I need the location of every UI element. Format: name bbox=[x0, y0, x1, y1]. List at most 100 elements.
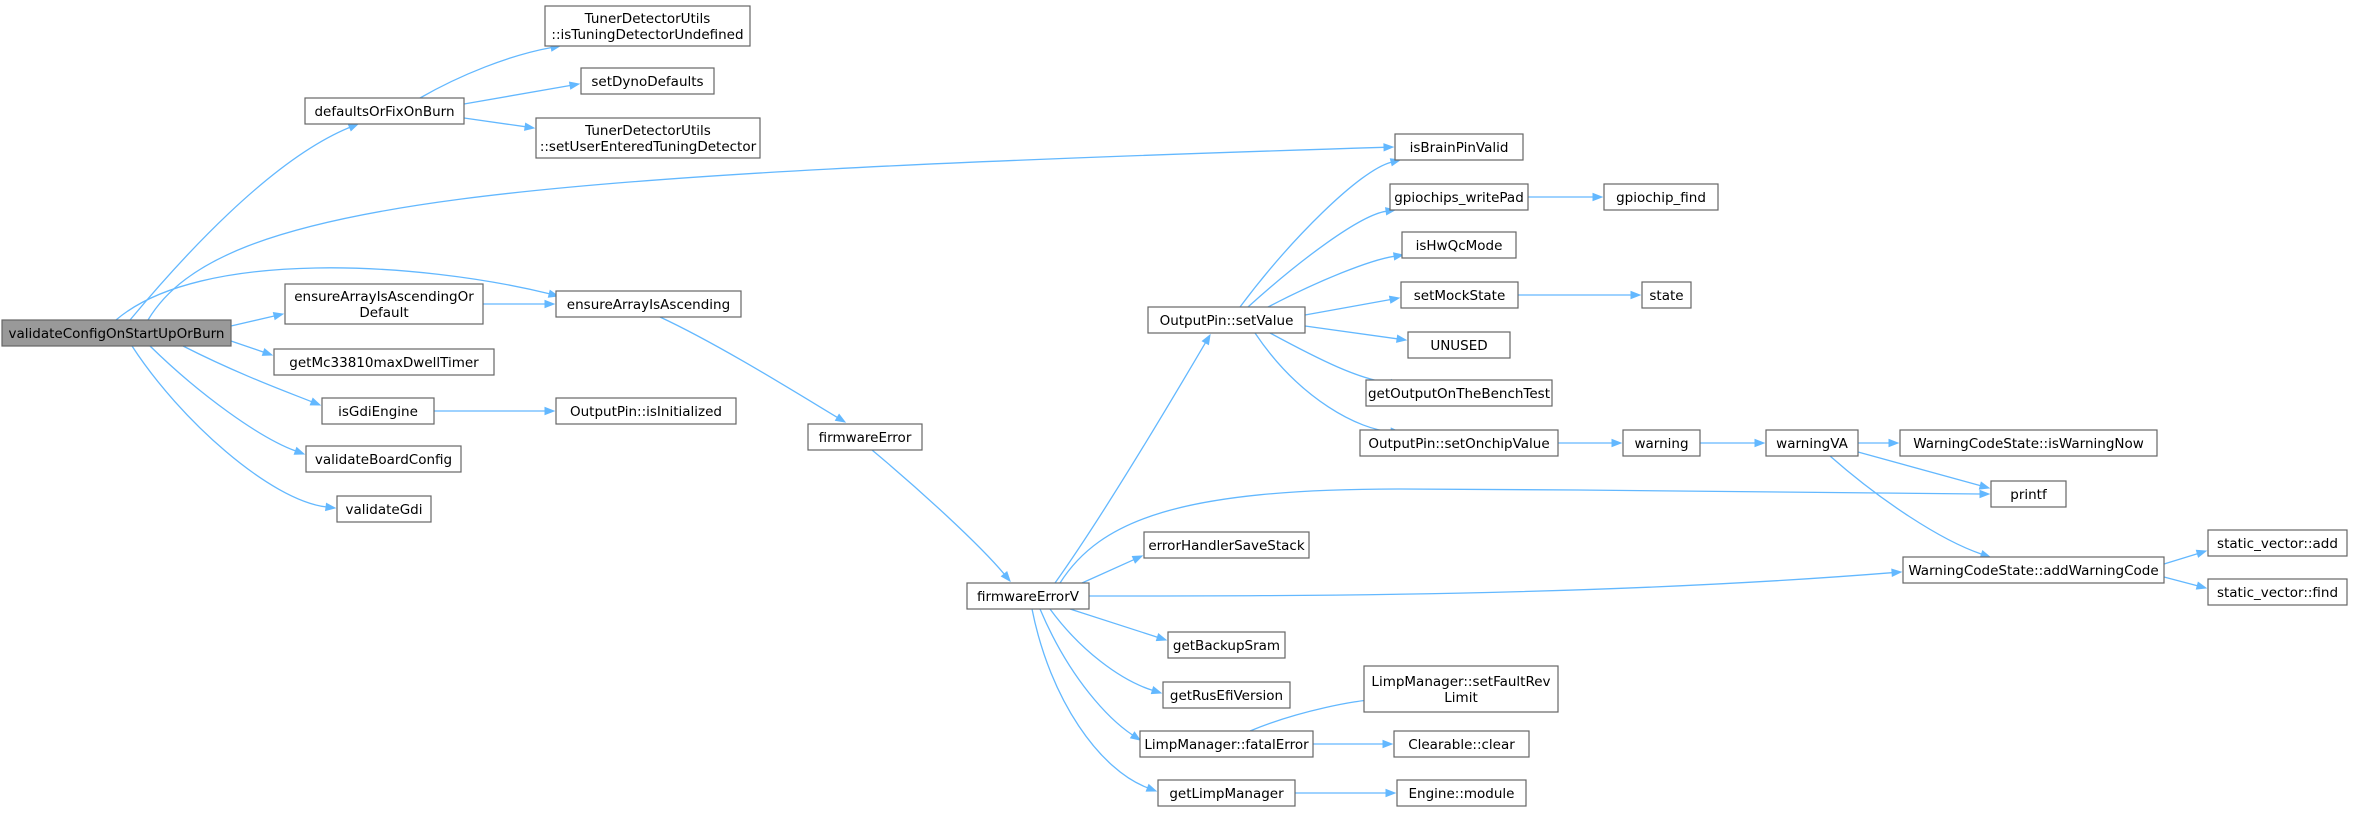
node-defaultsOrFix[interactable]: defaultsOrFixOnBurn bbox=[304, 97, 465, 125]
node-label: isGdiEngine bbox=[338, 404, 418, 420]
node-box bbox=[1167, 631, 1286, 659]
node-setDynoDefaults[interactable]: setDynoDefaults bbox=[580, 67, 715, 95]
arrowhead bbox=[1395, 334, 1408, 343]
nodes-layer: validateConfigOnStartUpOrBurn defaultsOrF… bbox=[1, 5, 2348, 807]
node-box bbox=[2207, 578, 2348, 606]
edge-validateConfig-to-getMc33810 bbox=[230, 340, 274, 356]
node-setValue[interactable]: OutputPin::setValue bbox=[1147, 306, 1306, 334]
node-box bbox=[273, 348, 495, 376]
edge-line bbox=[1247, 210, 1387, 308]
node-label: static_vector::find bbox=[2217, 585, 2338, 601]
edge-firmwareErrorV-to-setValue bbox=[1054, 333, 1211, 584]
edge-isGdiEngine-to-isInitialized bbox=[434, 406, 556, 416]
node-gpiochipsWritePad[interactable]: gpiochips_writePad bbox=[1389, 183, 1529, 211]
edge-setValue-to-isBrainPinValid bbox=[1239, 158, 1402, 308]
node-validateBoard[interactable]: validateBoardConfig bbox=[305, 445, 462, 473]
node-staticVectorFind[interactable]: static_vector::find bbox=[2207, 578, 2348, 606]
node-getRusEfiVersion[interactable]: getRusEfiVersion bbox=[1162, 681, 1291, 709]
node-box bbox=[580, 67, 715, 95]
node-warningVA[interactable]: warningVA bbox=[1765, 429, 1859, 457]
node-label: OutputPin::setOnchipValue bbox=[1368, 436, 1549, 452]
edge-line bbox=[463, 117, 526, 128]
node-validateConfig[interactable]: validateConfigOnStartUpOrBurn bbox=[1, 319, 232, 347]
node-label: firmwareError bbox=[819, 430, 912, 446]
node-box bbox=[304, 97, 465, 125]
edge-line bbox=[1069, 608, 1158, 638]
node-box bbox=[1990, 480, 2067, 508]
node-box bbox=[1162, 681, 1291, 709]
node-setMockState[interactable]: setMockState bbox=[1400, 281, 1519, 309]
node-getMc33810[interactable]: getMc33810maxDwellTimer bbox=[273, 348, 495, 376]
node-setUserTuning[interactable]: TunerDetectorUtils::setUserEnteredTuning… bbox=[535, 117, 761, 159]
node-label: WarningCodeState::isWarningNow bbox=[1913, 436, 2144, 452]
edge-addWarningCode-to-staticVectorAdd bbox=[2163, 549, 2208, 565]
edge-gpiochipsWritePad-to-gpiochipFind bbox=[1528, 192, 1604, 202]
edge-line bbox=[2163, 553, 2198, 565]
edge-ensureOrDefault-to-ensureAscending bbox=[483, 299, 556, 309]
node-ensureAscending[interactable]: ensureArrayIsAscending bbox=[555, 290, 742, 318]
node-engineModule[interactable]: Engine::module bbox=[1396, 779, 1527, 807]
arrowhead bbox=[2195, 549, 2208, 558]
node-isBrainPinValid[interactable]: isBrainPinValid bbox=[1394, 133, 1524, 161]
node-isWarningNow[interactable]: WarningCodeState::isWarningNow bbox=[1899, 429, 2158, 457]
node-firmwareErrorV[interactable]: firmwareErrorV bbox=[966, 582, 1090, 610]
arrowhead bbox=[1385, 788, 1397, 798]
node-label: getBackupSram bbox=[1173, 638, 1280, 654]
node-label: OutputPin::isInitialized bbox=[570, 404, 722, 420]
edge-fatalError-to-clearableClear bbox=[1313, 739, 1394, 749]
node-label: gpiochips_writePad bbox=[1394, 190, 1524, 206]
node-validateGdi[interactable]: validateGdi bbox=[336, 495, 432, 523]
edge-line bbox=[1857, 451, 1981, 487]
node-box bbox=[1157, 779, 1296, 807]
node-label: Limit bbox=[1444, 690, 1477, 706]
edge-setValue-to-isHwQcMode bbox=[1267, 252, 1405, 308]
node-box bbox=[1899, 429, 2158, 457]
node-warning[interactable]: warning bbox=[1622, 429, 1701, 457]
edge-firmwareError-to-firmwareErrorV bbox=[871, 449, 1011, 583]
node-label: printf bbox=[2010, 487, 2048, 503]
node-label: getMc33810maxDwellTimer bbox=[289, 355, 479, 371]
node-isInitialized[interactable]: OutputPin::isInitialized bbox=[555, 397, 737, 425]
node-printf[interactable]: printf bbox=[1990, 480, 2067, 508]
node-unused[interactable]: UNUSED bbox=[1407, 331, 1511, 359]
edge-warning-to-warningVA bbox=[1700, 438, 1766, 448]
node-label: defaultsOrFixOnBurn bbox=[314, 104, 454, 120]
node-state[interactable]: state bbox=[1641, 281, 1692, 309]
node-fatalError[interactable]: LimpManager::fatalError bbox=[1139, 730, 1314, 758]
edge-defaultsOrFix-to-setUserTuning bbox=[463, 117, 536, 131]
node-isGdiEngine[interactable]: isGdiEngine bbox=[321, 397, 435, 425]
edge-defaultsOrFix-to-setDynoDefaults bbox=[463, 81, 581, 105]
edge-line bbox=[1304, 298, 1391, 316]
node-isTuningUndef[interactable]: TunerDetectorUtils::isTuningDetectorUnde… bbox=[544, 5, 751, 47]
node-label: Engine::module bbox=[1409, 786, 1515, 802]
edge-line bbox=[1054, 342, 1206, 584]
arrowhead bbox=[1131, 555, 1144, 564]
arrowhead bbox=[1388, 295, 1401, 304]
node-box bbox=[1396, 779, 1527, 807]
node-label: LimpManager::setFaultRev bbox=[1371, 674, 1550, 690]
node-firmwareError[interactable]: firmwareError bbox=[807, 423, 923, 451]
edge-line bbox=[1267, 255, 1395, 308]
edge-setMockState-to-state bbox=[1518, 290, 1642, 300]
node-label: TunerDetectorUtils bbox=[584, 11, 711, 27]
node-getOutputBench[interactable]: getOutputOnTheBenchTest bbox=[1365, 379, 1553, 407]
node-label: getLimpManager bbox=[1169, 786, 1284, 802]
node-box bbox=[807, 423, 923, 451]
node-box bbox=[1622, 429, 1701, 457]
node-clearableClear[interactable]: Clearable::clear bbox=[1393, 730, 1530, 758]
node-errorHandlerSave[interactable]: errorHandlerSaveStack bbox=[1143, 531, 1310, 559]
node-label: firmwareErrorV bbox=[977, 589, 1080, 605]
node-label: validateGdi bbox=[346, 502, 423, 518]
node-label: errorHandlerSaveStack bbox=[1148, 538, 1305, 554]
node-setOnchipValue[interactable]: OutputPin::setOnchipValue bbox=[1359, 429, 1559, 457]
edge-firmwareErrorV-to-addWarningCode bbox=[1088, 568, 1903, 597]
node-isHwQcMode[interactable]: isHwQcMode bbox=[1401, 231, 1517, 259]
node-addWarningCode[interactable]: WarningCodeState::addWarningCode bbox=[1902, 556, 2165, 584]
node-staticVectorAdd[interactable]: static_vector::add bbox=[2207, 529, 2348, 557]
node-gpiochipFind[interactable]: gpiochip_find bbox=[1603, 183, 1719, 211]
edge-validateConfig-to-validateGdi bbox=[131, 345, 337, 512]
node-getBackupSram[interactable]: getBackupSram bbox=[1167, 631, 1286, 659]
node-getLimpManager[interactable]: getLimpManager bbox=[1157, 779, 1296, 807]
